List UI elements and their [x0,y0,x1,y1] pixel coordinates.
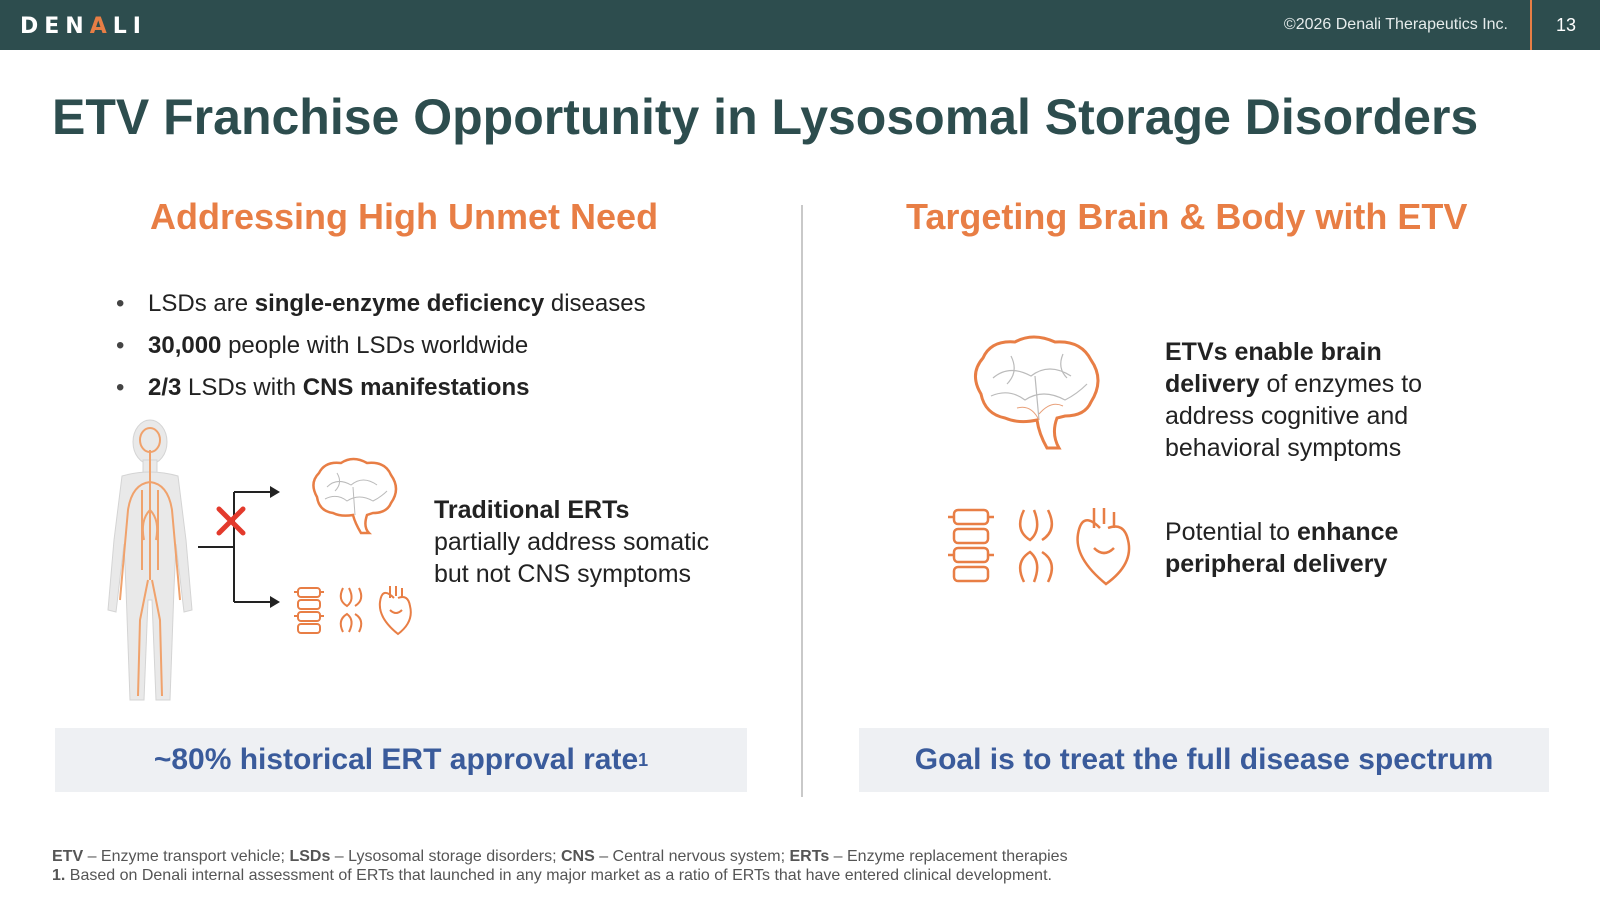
goal-callout: Goal is to treat the full disease spectr… [859,728,1549,792]
copyright-text: ©2026 Denali Therapeutics Inc. [1283,16,1508,33]
brain-icon [974,335,1100,450]
left-column-heading: Addressing High Unmet Need [150,196,659,237]
kidney-icon [339,587,363,633]
peripheral-delivery-text: Potential to enhance peripheral delivery [1165,518,1399,578]
reference-footnote: 1. Based on Denali internal assessment o… [52,867,1052,884]
page-number-divider [1530,0,1532,50]
bullet-item: 30,000 people with LSDs worldwide [116,332,646,374]
column-divider [801,205,803,797]
brain-icon [312,457,398,535]
header-bar: DENALI ©2026 Denali Therapeutics Inc. 13 [0,0,1600,50]
abbreviation-footnote: ETV – Enzyme transport vehicle; LSDs – L… [52,848,1068,865]
right-column-heading: Targeting Brain & Body with ETV [906,196,1468,237]
bullet-item: LSDs are single-enzyme deficiency diseas… [116,290,646,332]
human-body-icon [107,419,193,701]
spine-icon [948,508,994,583]
slide-title: ETV Franchise Opportunity in Lysosomal S… [52,89,1479,145]
page-number: 13 [1556,15,1577,35]
spine-icon [294,587,324,634]
brain-delivery-text: ETVs enable brain delivery of enzymes to… [1165,338,1423,462]
kidney-icon [1018,509,1054,583]
heart-icon [1076,508,1131,586]
denali-logo: DENALI [20,14,147,39]
traditional-erts-text: Traditional ERTs partially address somat… [434,496,710,588]
bullet-item: 2/3 LSDs with CNS manifestations [116,374,646,416]
heart-icon [378,586,412,636]
arrow-icon [198,486,280,608]
x-mark-icon [216,506,246,536]
need-bullet-list: LSDs are single-enzyme deficiency diseas… [116,290,646,416]
